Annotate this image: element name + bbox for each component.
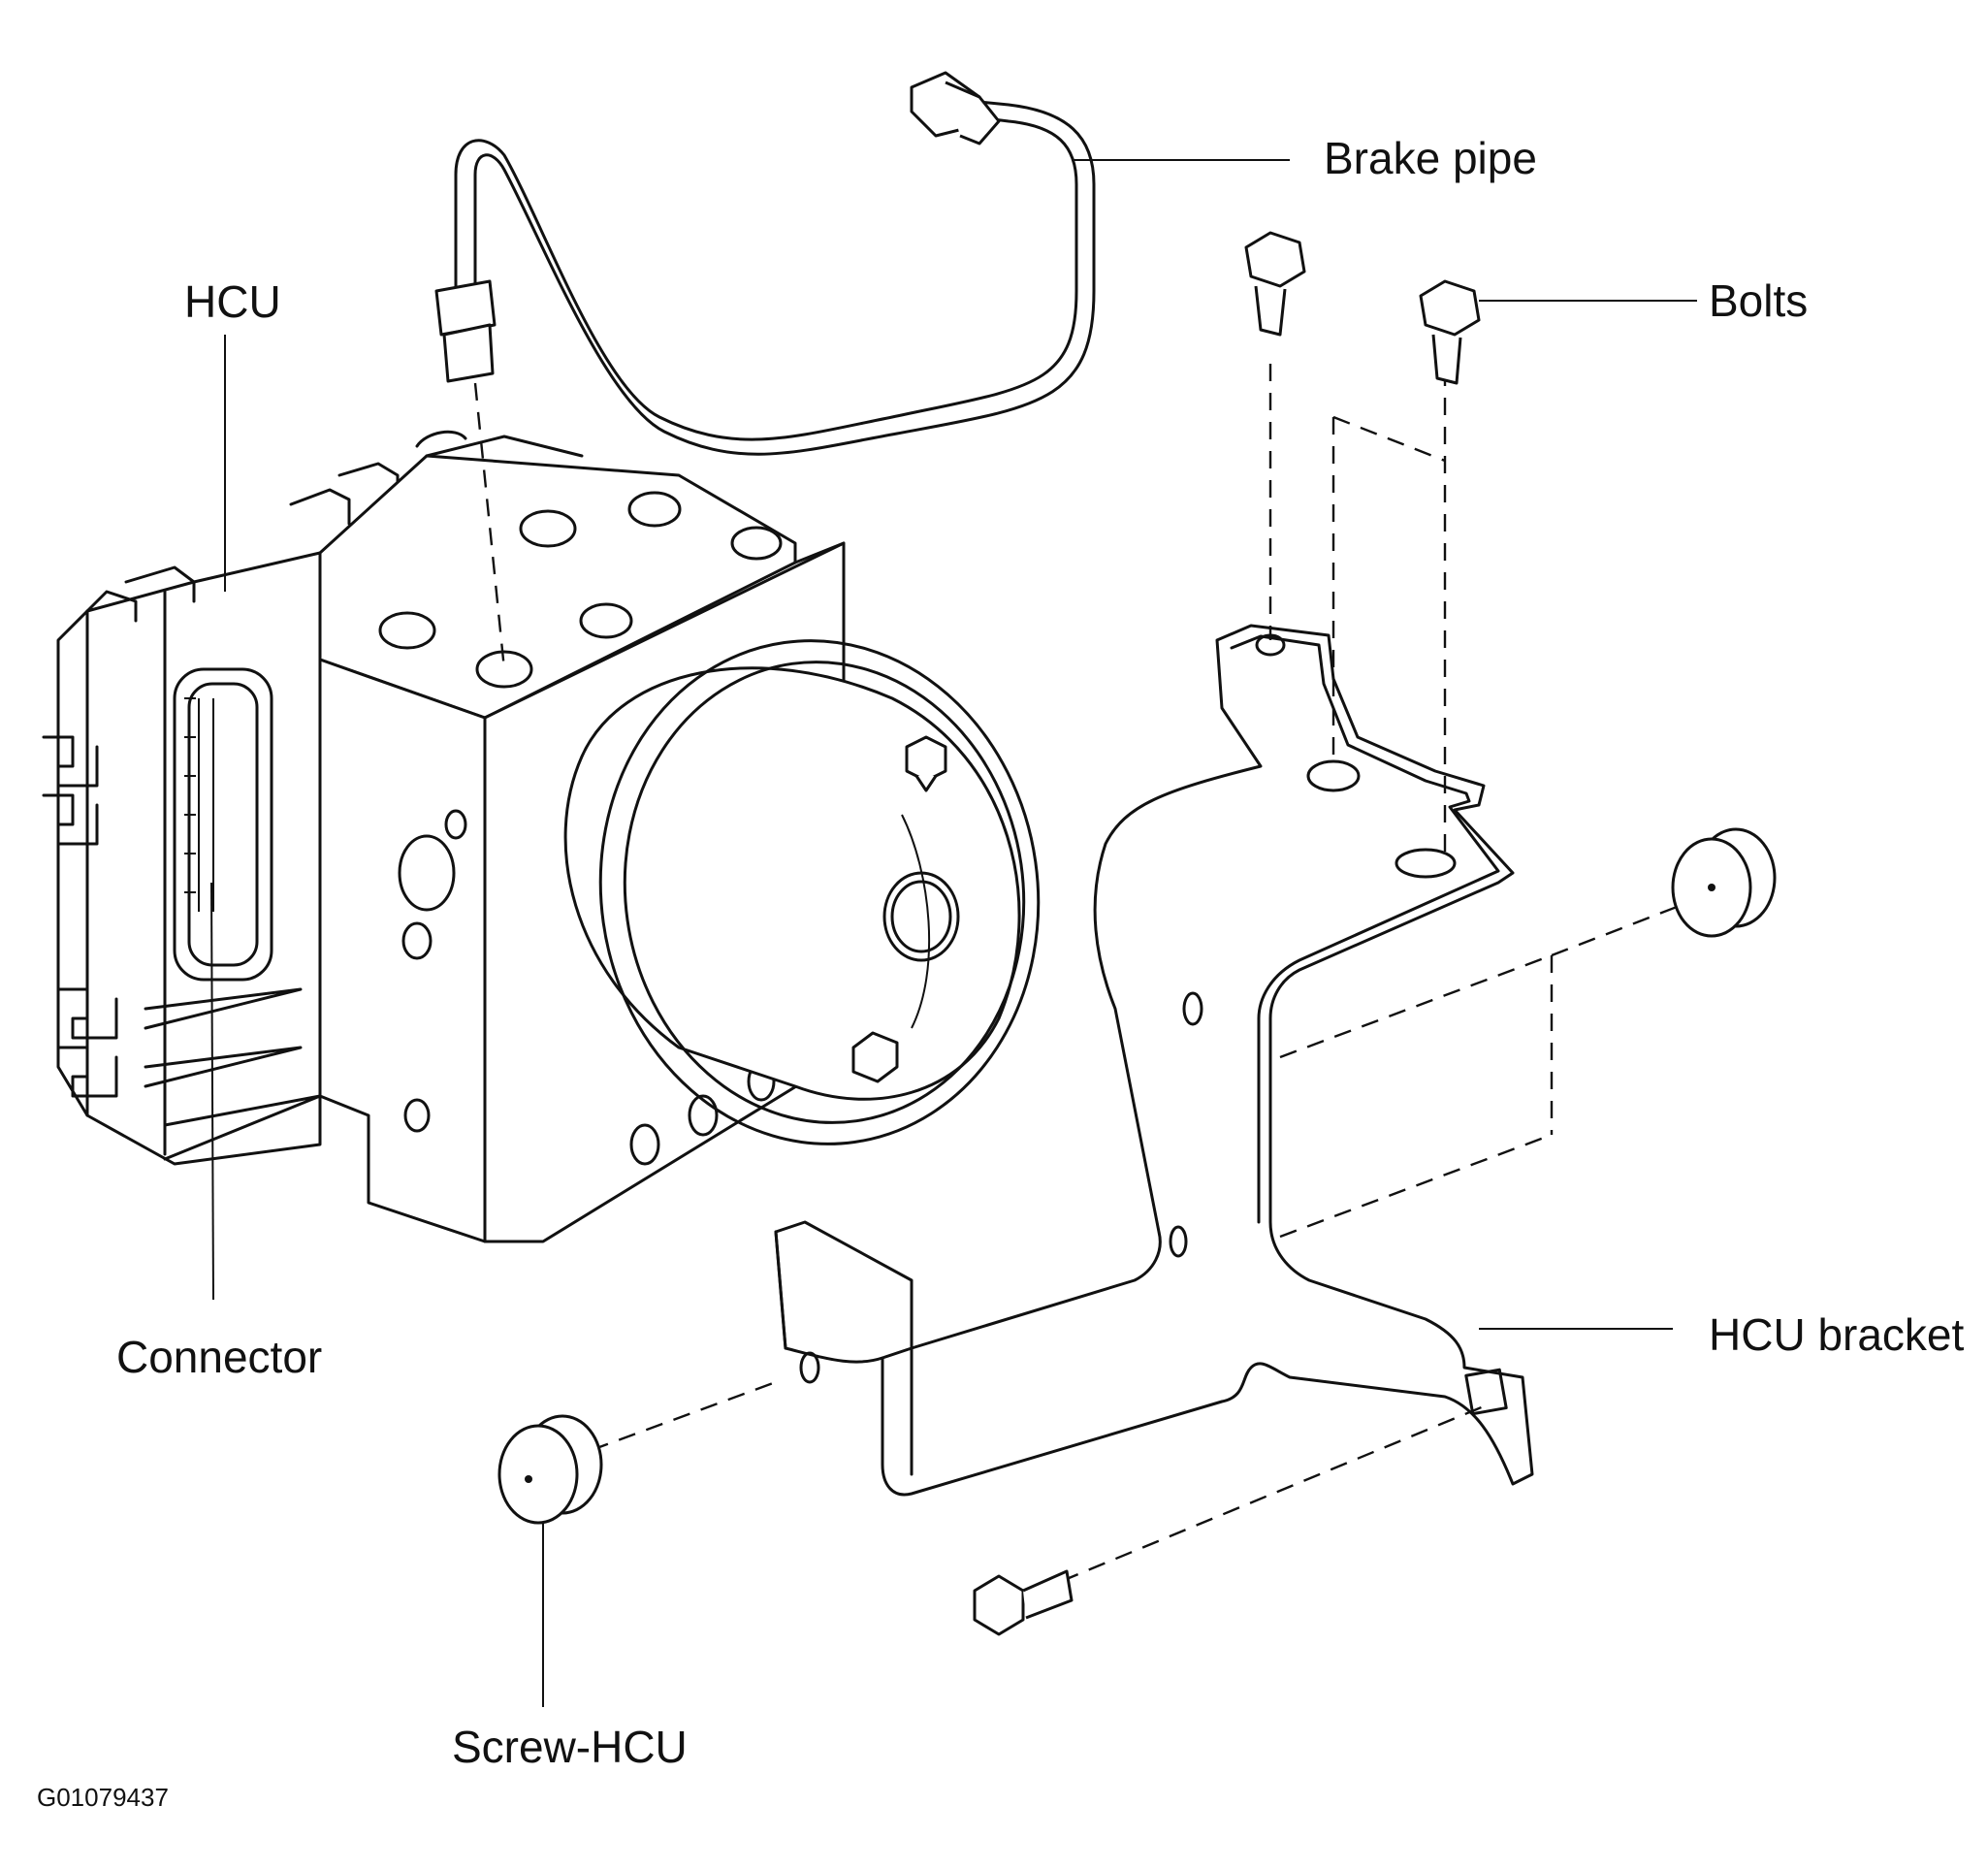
grommet-right-part [1671, 827, 1777, 938]
label-hcu-bracket: HCU bracket [1709, 1309, 1965, 1360]
brake-pipe-part [434, 71, 1096, 670]
figure-id: G01079437 [37, 1783, 169, 1812]
label-hcu: HCU [184, 276, 281, 327]
grommet-left-part [497, 1414, 603, 1525]
leader-lines [210, 159, 1697, 1707]
label-connector: Connector [116, 1332, 323, 1382]
label-brake-pipe: Brake pipe [1324, 133, 1537, 183]
hcu-assembly [42, 430, 1041, 1243]
label-screw-hcu: Screw-HCU [452, 1722, 688, 1772]
label-bolts: Bolts [1709, 275, 1809, 326]
bolts-part [973, 231, 1481, 1636]
hcu-bracket-part [591, 364, 1703, 1583]
leader-connector [210, 882, 214, 1301]
